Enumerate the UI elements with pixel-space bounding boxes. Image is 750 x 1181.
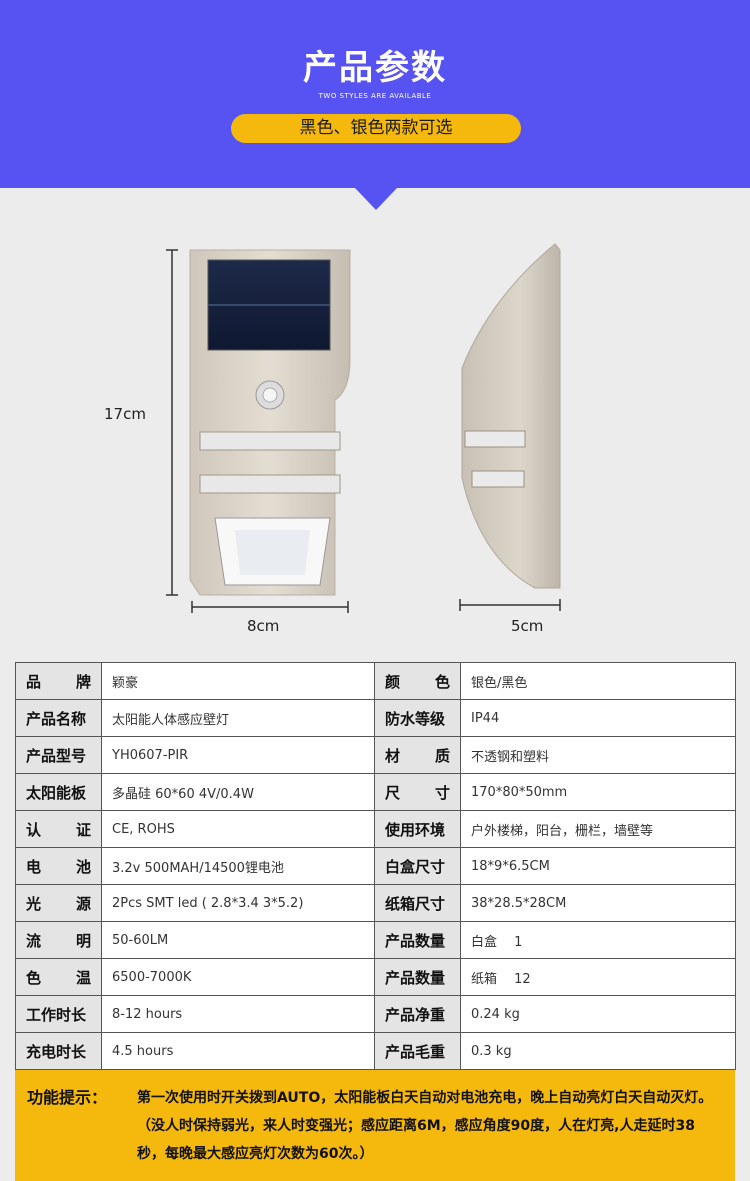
spec-label: 流明 [15,921,102,959]
spec-label: 太阳能板 [15,773,102,811]
spec-value: 2Pcs SMT led ( 2.8*3.4 3*5.2) [101,884,375,922]
spec-value: 18*9*6.5CM [460,847,736,885]
spec-value: IP44 [460,699,736,737]
spec-label: 防水等级 [374,699,461,737]
spec-value: 颖豪 [101,662,375,700]
spec-label: 认证 [15,810,102,848]
spec-value: 多晶硅 60*60 4V/0.4W [101,773,375,811]
spec-value: 8-12 hours [101,995,375,1033]
spec-label: 产品数量 [374,921,461,959]
spec-label: 产品毛重 [374,1032,461,1070]
depth-dimension-label: 5cm [511,617,544,635]
spec-label: 使用环境 [374,810,461,848]
header-banner: 产品参数 TWO STYLES ARE AVAILABLE 黑色、银色两款可选 [0,0,750,188]
color-options-pill: 黑色、银色两款可选 [231,114,521,143]
spec-value: 170*80*50mm [460,773,736,811]
height-dimension-label: 17cm [104,405,146,423]
spec-value: 0.3 kg [460,1032,736,1070]
spec-label: 白盒尺寸 [374,847,461,885]
spec-label: 产品净重 [374,995,461,1033]
width-dimension-label: 8cm [247,617,280,635]
page-subtitle: TWO STYLES ARE AVAILABLE [318,92,432,100]
spec-value: 0.24 kg [460,995,736,1033]
spec-label: 工作时长 [15,995,102,1033]
spec-value: 户外楼梯，阳台，栅栏，墙壁等 [460,810,736,848]
spec-value: 50-60LM [101,921,375,959]
product-side-view [459,243,561,611]
spec-label: 色温 [15,958,102,996]
function-tips-label: 功能提示： [27,1088,108,1107]
product-front-view [166,249,351,613]
spec-value: CE, ROHS [101,810,375,848]
header-arrow [355,188,397,210]
spec-label: 品牌 [15,662,102,700]
spec-value: 太阳能人体感应壁灯 [101,699,375,737]
spec-label: 颜色 [374,662,461,700]
spec-value: 不透钢和塑料 [460,736,736,774]
spec-label: 产品数量 [374,958,461,996]
spec-label: 电池 [15,847,102,885]
spec-value: 白盒 1 [460,921,736,959]
spec-label: 材质 [374,736,461,774]
spec-label: 充电时长 [15,1032,102,1070]
spec-value: 银色/黑色 [460,662,736,700]
spec-label: 纸箱尺寸 [374,884,461,922]
function-tips: 功能提示： 第一次使用时开关拨到AUTO，太阳能板白天自动对电池充电，晚上自动亮… [15,1070,735,1181]
spec-value: 6500-7000K [101,958,375,996]
spec-value: 纸箱 12 [460,958,736,996]
spec-label: 尺寸 [374,773,461,811]
spec-value: YH0607-PIR [101,736,375,774]
function-tips-text: 第一次使用时开关拨到AUTO，太阳能板白天自动对电池充电，晚上自动亮灯白天自动灭… [137,1090,713,1162]
spec-value: 38*28.5*28CM [460,884,736,922]
spec-value: 3.2v 500MAH/14500锂电池 [101,847,375,885]
spec-label: 光源 [15,884,102,922]
spec-value: 4.5 hours [101,1032,375,1070]
spec-label: 产品型号 [15,736,102,774]
spec-row: 品牌颖豪颜色银色/黑色 [15,662,736,700]
spec-label: 产品名称 [15,699,102,737]
page-title: 产品参数 [303,48,447,88]
